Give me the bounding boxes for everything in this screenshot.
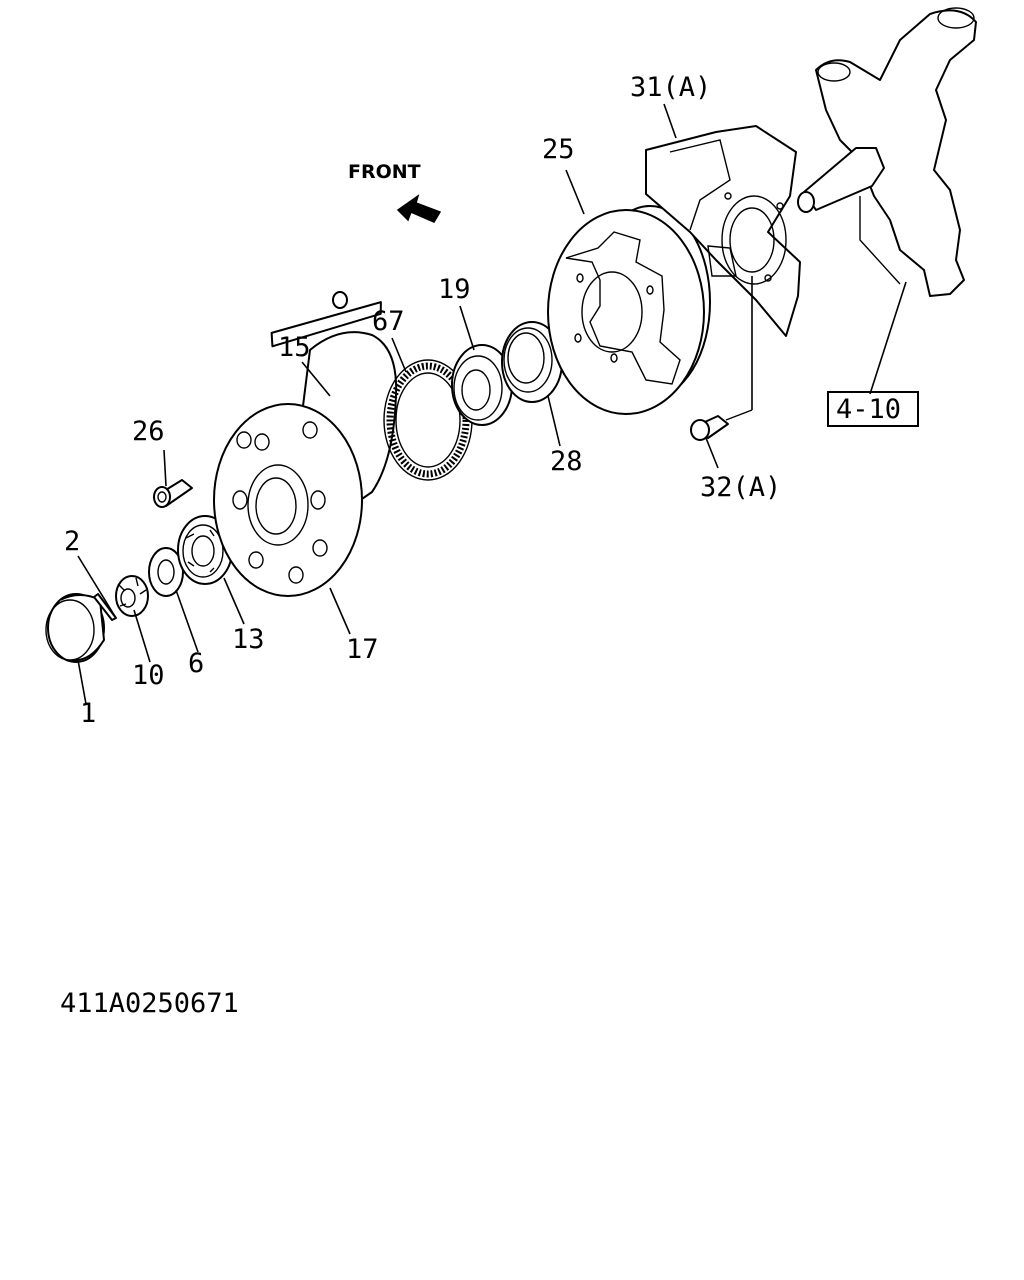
label-part-2: 2 [64, 526, 80, 557]
label-part-31: 31(A) [630, 72, 711, 103]
label-part-67: 67 [372, 306, 405, 337]
part-dust-cover [645, 125, 801, 337]
part-wheel-stud [270, 291, 382, 348]
reference-box-4-10 [827, 391, 919, 427]
label-part-32: 32(A) [700, 472, 781, 503]
label-part-4-10: 4-10 [836, 394, 901, 425]
part-washer [148, 547, 184, 597]
front-arrow-icon [396, 194, 442, 223]
part-hub-cap [45, 593, 105, 663]
label-part-26: 26 [132, 416, 165, 447]
part-brake-disc [547, 205, 711, 415]
part-wheel-hub [213, 331, 398, 597]
part-cotter-pin [93, 593, 117, 621]
part-wheel-stud-short [153, 479, 193, 508]
part-oil-seal [501, 321, 563, 403]
front-label: FRONT [348, 161, 421, 183]
label-part-6: 6 [188, 648, 204, 679]
part-steering-knuckle [797, 7, 977, 297]
label-part-15: 15 [278, 332, 311, 363]
leader-lines [77, 103, 907, 705]
diagram-code: 411A0250671 [60, 988, 239, 1019]
front-indicator: FRONT [348, 161, 442, 223]
label-part-25: 25 [542, 134, 575, 165]
part-castle-nut [115, 575, 149, 617]
label-part-28: 28 [550, 446, 583, 477]
label-part-19: 19 [438, 274, 471, 305]
label-part-17: 17 [346, 634, 379, 665]
part-bolt [690, 409, 753, 441]
label-part-13: 13 [232, 624, 265, 655]
label-part-1: 1 [80, 698, 96, 729]
label-part-10: 10 [132, 660, 165, 691]
